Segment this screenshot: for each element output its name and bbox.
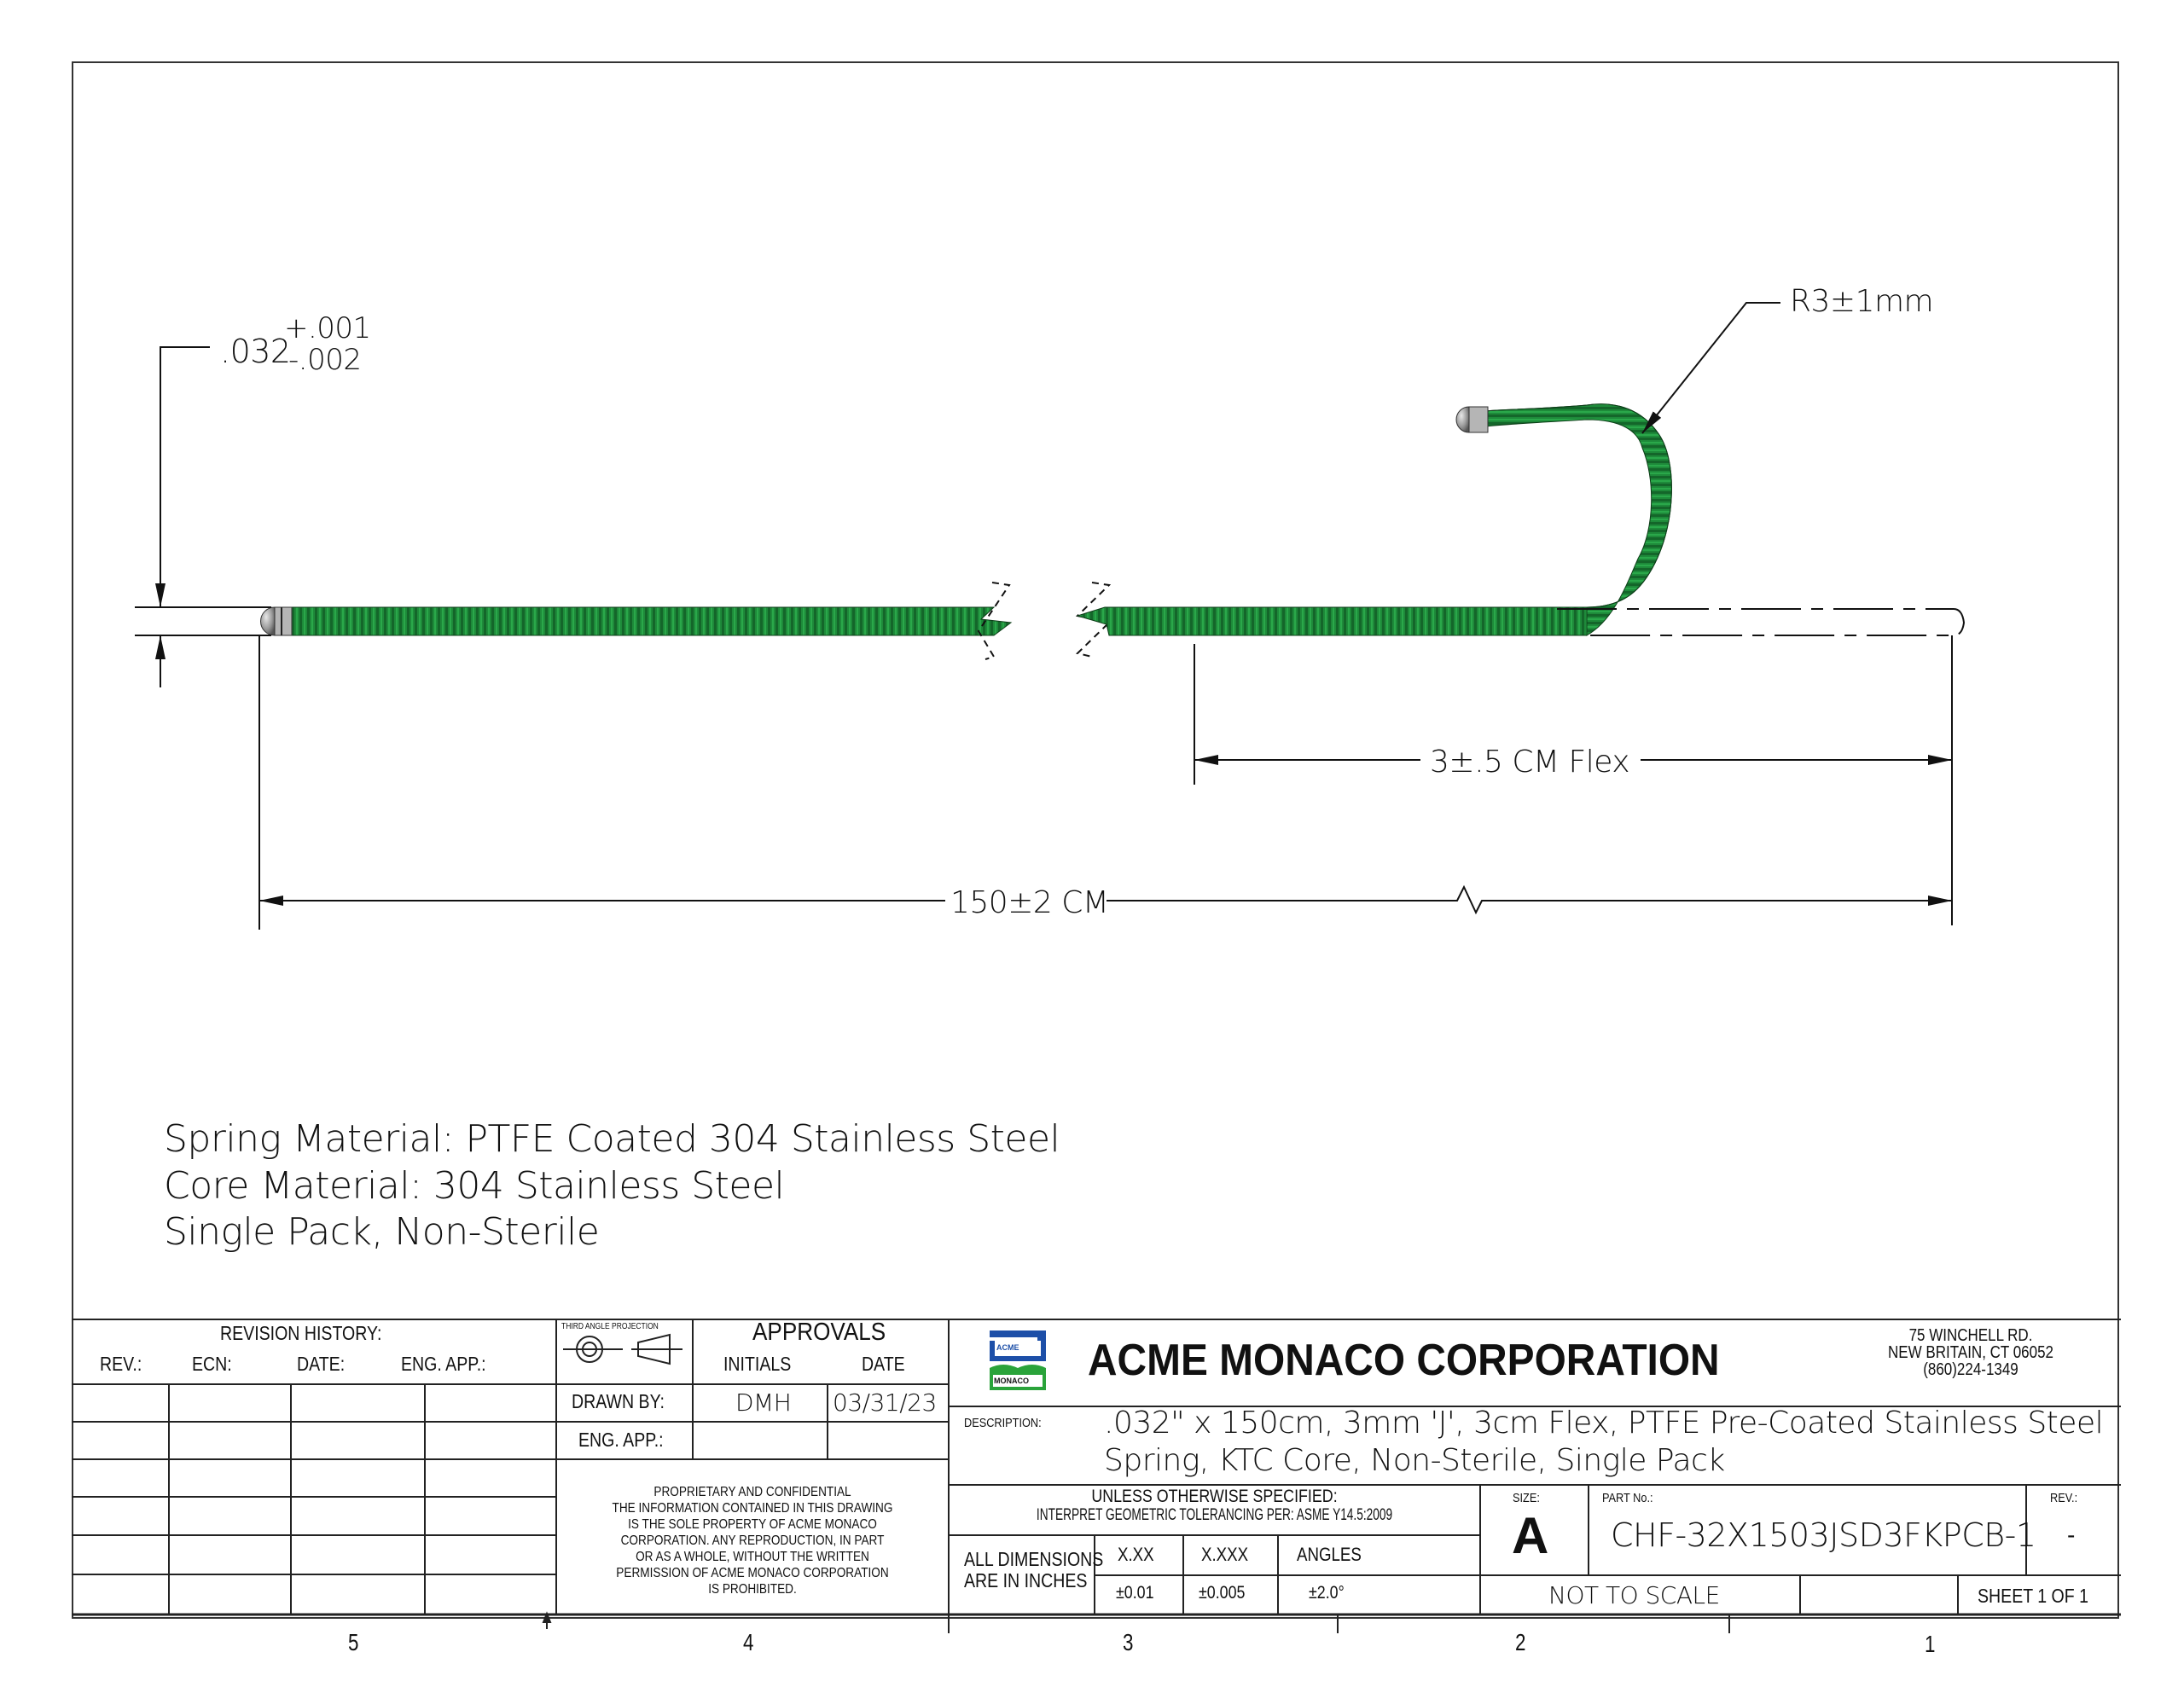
- logo-text-monaco: MONACO: [994, 1377, 1029, 1385]
- part-number-value: CHF-32X1503JSD3FKPCB-1: [1611, 1516, 2036, 1554]
- tol-angles-label: ANGLES: [1297, 1544, 1362, 1565]
- drawn-by-initials: DMH: [735, 1388, 792, 1417]
- tol-xx-value: ±0.01: [1116, 1583, 1154, 1603]
- note-core-material: Core Material: 304 Stainless Steel: [164, 1164, 785, 1208]
- spring-left-segment: [260, 606, 1013, 636]
- zone-4: 4: [743, 1629, 754, 1655]
- size-label: SIZE:: [1513, 1491, 1540, 1505]
- eng-app-label: ENG. APP.:: [578, 1429, 664, 1451]
- tol-xx-label: X.XX: [1118, 1544, 1154, 1565]
- drawn-by-label: DRAWN BY:: [572, 1390, 665, 1412]
- tol-xxx-value: ±0.005: [1199, 1583, 1246, 1603]
- gdt-standard: INTERPRET GEOMETRIC TOLERANCING PER: ASM…: [1036, 1506, 1393, 1524]
- sheet-label: SHEET 1 OF 1: [1978, 1585, 2089, 1607]
- revision-history-title: REVISION HISTORY:: [220, 1322, 382, 1344]
- zone-5: 5: [348, 1629, 359, 1655]
- company-name: ACME MONACO CORPORATION: [1088, 1336, 1720, 1385]
- address-line-2: NEW BRITAIN, CT 06052: [1888, 1343, 2053, 1362]
- scale-label: NOT TO SCALE: [1548, 1581, 1720, 1609]
- proprietary-notice: PROPRIETARY AND CONFIDENTIAL THE INFORMA…: [556, 1484, 949, 1597]
- approvals-title: APPROVALS: [752, 1319, 886, 1346]
- break-line-left: [977, 582, 1011, 660]
- proprietary-line: OR AS A WHOLE, WITHOUT THE WRITTEN: [636, 1550, 869, 1564]
- drawing-border: [72, 61, 2119, 1619]
- address-line-1: 75 WINCHELL RD.: [1908, 1326, 2033, 1345]
- unless-specified: UNLESS OTHERWISE SPECIFIED:: [1091, 1487, 1338, 1506]
- note-spring-material: Spring Material: PTFE Coated 304 Stainle…: [164, 1117, 1060, 1161]
- proprietary-line: THE INFORMATION CONTAINED IN THIS DRAWIN…: [612, 1501, 893, 1516]
- diameter-dimension: [135, 346, 271, 687]
- rev-value: -: [2067, 1522, 2076, 1548]
- tol-angles-value: ±2.0°: [1309, 1583, 1345, 1603]
- flex-dimension: 3±.5 CM Flex: [1430, 745, 1630, 780]
- description-label: DESCRIPTION:: [964, 1416, 1042, 1430]
- size-value: A: [1512, 1507, 1549, 1564]
- phantom-outline: [1557, 608, 1966, 636]
- length-dimension-line: [259, 884, 1952, 915]
- rev-label: REV.:: [2050, 1491, 2078, 1505]
- spring-right-segment: [1076, 403, 1672, 636]
- third-angle-projection-icon: [563, 1333, 682, 1365]
- proprietary-line: CORPORATION. ANY REPRODUCTION, IN PART: [620, 1533, 885, 1548]
- company-logo-icon: [990, 1330, 1046, 1390]
- units-line-2: ARE IN INCHES: [964, 1569, 1088, 1591]
- zone-2: 2: [1515, 1629, 1526, 1655]
- drawn-by-date: 03/31/23: [833, 1388, 937, 1417]
- units-line-1: ALL DIMENSIONS: [964, 1548, 1104, 1570]
- zone-3: 3: [1123, 1629, 1134, 1655]
- approval-date-col-header: DATE: [862, 1353, 905, 1375]
- date-col-header: DATE:: [297, 1353, 346, 1375]
- title-block-grid: [72, 1319, 2121, 1616]
- length-dimension: 150±2 CM: [950, 885, 1109, 920]
- projection-label: THIRD ANGLE PROJECTION: [561, 1322, 659, 1331]
- radius-callout: R3±1mm: [1790, 284, 1934, 319]
- description-line-2: Spring, KTC Core, Non-Sterile, Single Pa…: [1104, 1443, 1725, 1478]
- proprietary-line: IS PROHIBITED.: [708, 1582, 797, 1597]
- initials-col-header: INITIALS: [723, 1353, 792, 1375]
- description-line-1: .032" x 150cm, 3mm 'J', 3cm Flex, PTFE P…: [1104, 1406, 2104, 1441]
- rev-col-header: REV.:: [100, 1353, 142, 1375]
- radius-leader: [1641, 302, 1780, 434]
- tol-xxx-label: X.XXX: [1201, 1544, 1249, 1565]
- proprietary-line: PERMISSION OF ACME MONACO CORPORATION: [616, 1566, 889, 1580]
- tolerance-header: UNLESS OTHERWISE SPECIFIED: INTERPRET GE…: [949, 1487, 1480, 1525]
- proprietary-line: PROPRIETARY AND CONFIDENTIAL: [653, 1485, 851, 1499]
- company-phone: (860)224-1349: [1923, 1360, 2018, 1379]
- diameter-lower-tolerance: -.002: [288, 343, 362, 377]
- zone-1: 1: [1925, 1631, 1936, 1657]
- logo-text-acme: ACME: [996, 1343, 1019, 1352]
- eng-app-col-header: ENG. APP.:: [401, 1353, 486, 1375]
- diameter-upper-tolerance: +.001: [284, 311, 371, 345]
- part-number-label: PART No.:: [1602, 1491, 1653, 1505]
- diameter-nominal: .032: [220, 333, 291, 370]
- note-packaging: Single Pack, Non-Sterile: [164, 1210, 600, 1254]
- proprietary-line: IS THE SOLE PROPERTY OF ACME MONACO: [628, 1517, 877, 1532]
- zone-ticks: [542, 1611, 1730, 1633]
- company-address: 75 WINCHELL RD. NEW BRITAIN, CT 06052 (8…: [1843, 1327, 2099, 1378]
- ecn-col-header: ECN:: [192, 1353, 232, 1375]
